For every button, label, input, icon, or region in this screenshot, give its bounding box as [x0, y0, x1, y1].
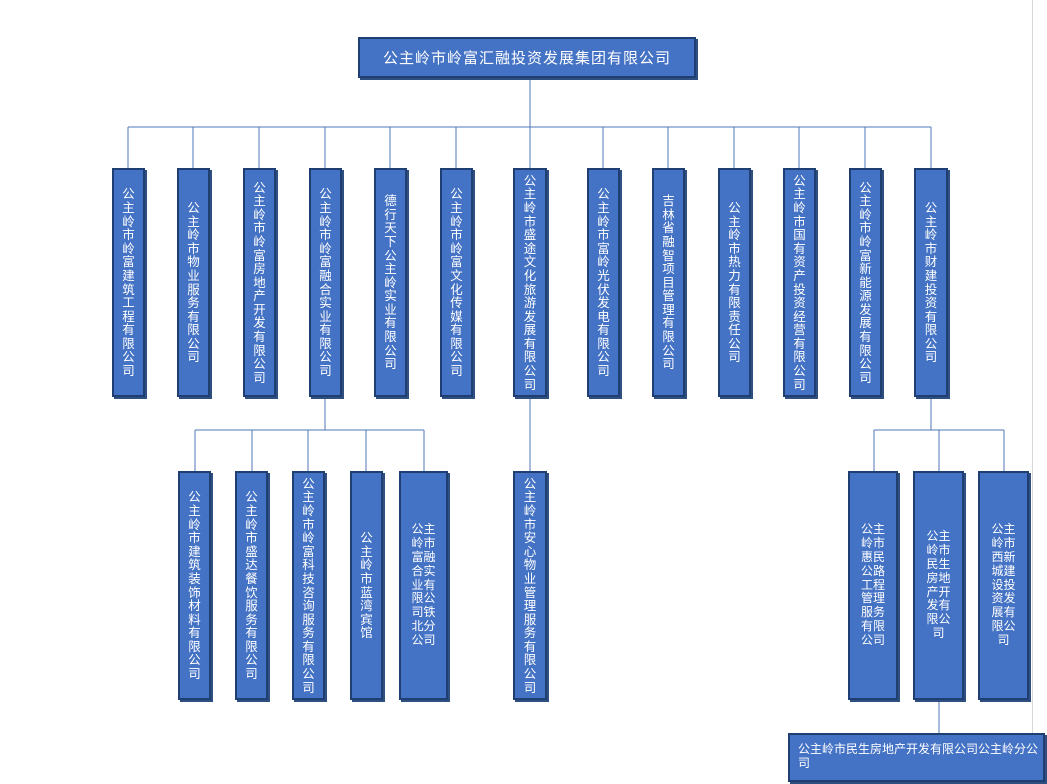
subsidiary-box: 公主岭市盛达餐饮服务有限公司 [235, 471, 268, 700]
subsidiary-box: 公主岭市蓝湾宾馆 [350, 471, 383, 700]
company-label: 公主岭市安心物业管理服务有限公司 [523, 475, 537, 695]
level1-company-box: 公主岭市岭富融合实业有限公司 [309, 168, 342, 397]
subsidiary-box: 公主岭市建筑装饰材料有限公司 [178, 471, 211, 700]
company-label: 公主岭市民生房地产开发有限公司 [926, 529, 951, 640]
subsidiary-box: 公主岭市民生房地产开发有限公司 [913, 471, 964, 700]
level1-company-box: 公主岭市富岭光伏发电有限公司 [587, 168, 620, 397]
level1-company-box: 公主岭市财建投资有限公司 [914, 168, 948, 397]
company-label: 公主岭市蓝湾宾馆 [360, 530, 373, 641]
subsidiary-box: 公主岭市安心物业管理服务有限公司 [513, 471, 547, 700]
level1-company-box: 公主岭市岭富建筑工程有限公司 [112, 168, 145, 397]
company-label: 公主岭市国有资产投资经营有限公司 [793, 172, 806, 392]
branch-company-box: 公主岭市民生房地产开发有限公司公主岭分公司 [788, 733, 1045, 782]
company-label: 公主岭市盛途文化旅游发展有限公司 [523, 172, 537, 392]
subsidiary-box: 公主岭市富融合实业有限公司铁北分公司 [399, 471, 448, 700]
level1-company-box: 公主岭市热力有限责任公司 [718, 168, 751, 397]
company-label: 公主岭市盛达餐饮服务有限公司 [245, 489, 258, 682]
level1-company-box: 公主岭市岭富新能源发展有限公司 [849, 168, 882, 397]
company-label: 公主岭市岭富新能源发展有限公司 [859, 179, 872, 385]
level1-company-box: 公主岭市物业服务有限公司 [177, 168, 210, 397]
company-label: 公主岭市岭富建筑工程有限公司 [122, 186, 135, 379]
company-label: 公主岭市财建投资有限公司 [924, 199, 938, 365]
company-label: 公主岭市西新城建设投资发展有限公司 [991, 522, 1016, 647]
company-label: 德行天下公主岭实业有限公司 [384, 193, 397, 372]
company-label: 公主岭市建筑装饰材料有限公司 [188, 489, 201, 682]
company-label: 公主岭市热力有限责任公司 [728, 199, 741, 365]
sheet-gridline [1032, 0, 1033, 784]
company-label: 公主岭市民生房地产开发有限公司公主岭分公司 [798, 742, 1039, 770]
subsidiary-box: 公主岭市西新城建设投资发展有限公司 [978, 471, 1029, 700]
company-label: 公主岭市惠民公路工程管理服务有限公司 [860, 522, 885, 647]
level1-company-box: 公主岭市岭富文化传媒有限公司 [440, 168, 473, 397]
level1-company-box: 吉林省融智项目管理有限公司 [652, 168, 685, 397]
subsidiary-box: 公主岭市惠民公路工程管理服务有限公司 [848, 471, 898, 700]
level1-company-box: 德行天下公主岭实业有限公司 [374, 168, 407, 397]
root-company-box: 公主岭市岭富汇融投资发展集团有限公司 [358, 37, 696, 78]
subsidiary-box: 公主岭市岭富科技咨询服务有限公司 [292, 471, 325, 700]
root-company-label: 公主岭市岭富汇融投资发展集团有限公司 [382, 49, 671, 67]
company-label: 公主岭市岭富科技咨询服务有限公司 [302, 475, 315, 695]
company-label: 公主岭市物业服务有限公司 [187, 199, 200, 365]
company-label: 公主岭市富融合实业有限公司铁北分公司 [411, 522, 436, 647]
company-label: 公主岭市岭富房地产开发有限公司 [253, 179, 266, 385]
level1-company-box: 公主岭市盛途文化旅游发展有限公司 [513, 168, 547, 397]
company-label: 公主岭市富岭光伏发电有限公司 [597, 186, 610, 379]
level1-company-box: 公主岭市岭富房地产开发有限公司 [243, 168, 276, 397]
company-label: 公主岭市岭富文化传媒有限公司 [450, 186, 463, 379]
company-label: 吉林省融智项目管理有限公司 [662, 193, 675, 372]
company-label: 公主岭市岭富融合实业有限公司 [319, 186, 332, 379]
level1-company-box: 公主岭市国有资产投资经营有限公司 [783, 168, 816, 397]
